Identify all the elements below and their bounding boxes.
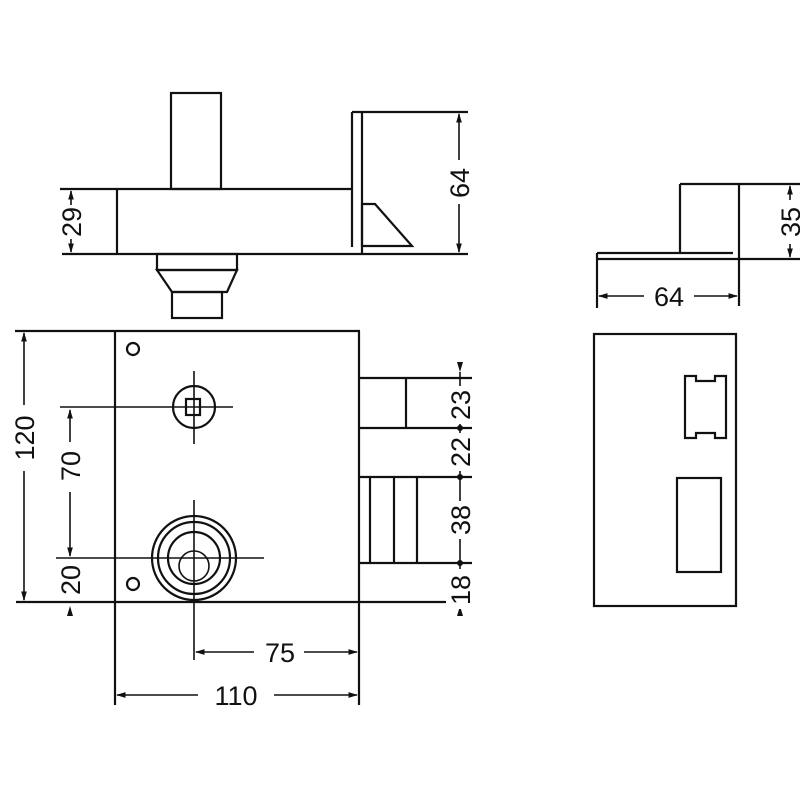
- dim-label-20: 20: [56, 565, 86, 595]
- dim-label-22: 22: [446, 437, 476, 467]
- strike-plate: [592, 332, 738, 608]
- dead-bolt: [359, 475, 472, 565]
- strike-plate-views: 35 64: [592, 182, 800, 608]
- dim-label-70: 70: [56, 451, 86, 481]
- screw-hole-top: [125, 341, 141, 357]
- key-cylinder: [56, 500, 264, 660]
- dim-label-18: 18: [446, 575, 476, 605]
- screw-hole-bottom: [125, 576, 141, 592]
- top-view: 29 64: [57, 91, 475, 320]
- dim-label-110: 110: [214, 681, 257, 711]
- cylinder-profile: [154, 252, 239, 320]
- front-view: 120 70 20 23 22 38 18 75 110: [8, 329, 476, 712]
- dim-label-23: 23: [446, 390, 476, 420]
- spindle-hub: [60, 371, 233, 444]
- dim-label-38: 38: [446, 505, 476, 535]
- dim-label-29: 29: [57, 207, 87, 237]
- dim-label-75: 75: [265, 638, 295, 668]
- latch-bevel: [360, 202, 415, 248]
- latch-bolt: [359, 376, 472, 430]
- dim-arrow-20: [67, 606, 73, 616]
- deadbolt-opening: [675, 476, 723, 574]
- dim-label-120: 120: [10, 415, 40, 460]
- dim-label-35: 35: [776, 207, 800, 237]
- latch-opening: [683, 374, 728, 440]
- spindle-shaft: [169, 91, 223, 191]
- dim-label-64: 64: [445, 168, 475, 198]
- dim-label-64-side: 64: [654, 282, 684, 312]
